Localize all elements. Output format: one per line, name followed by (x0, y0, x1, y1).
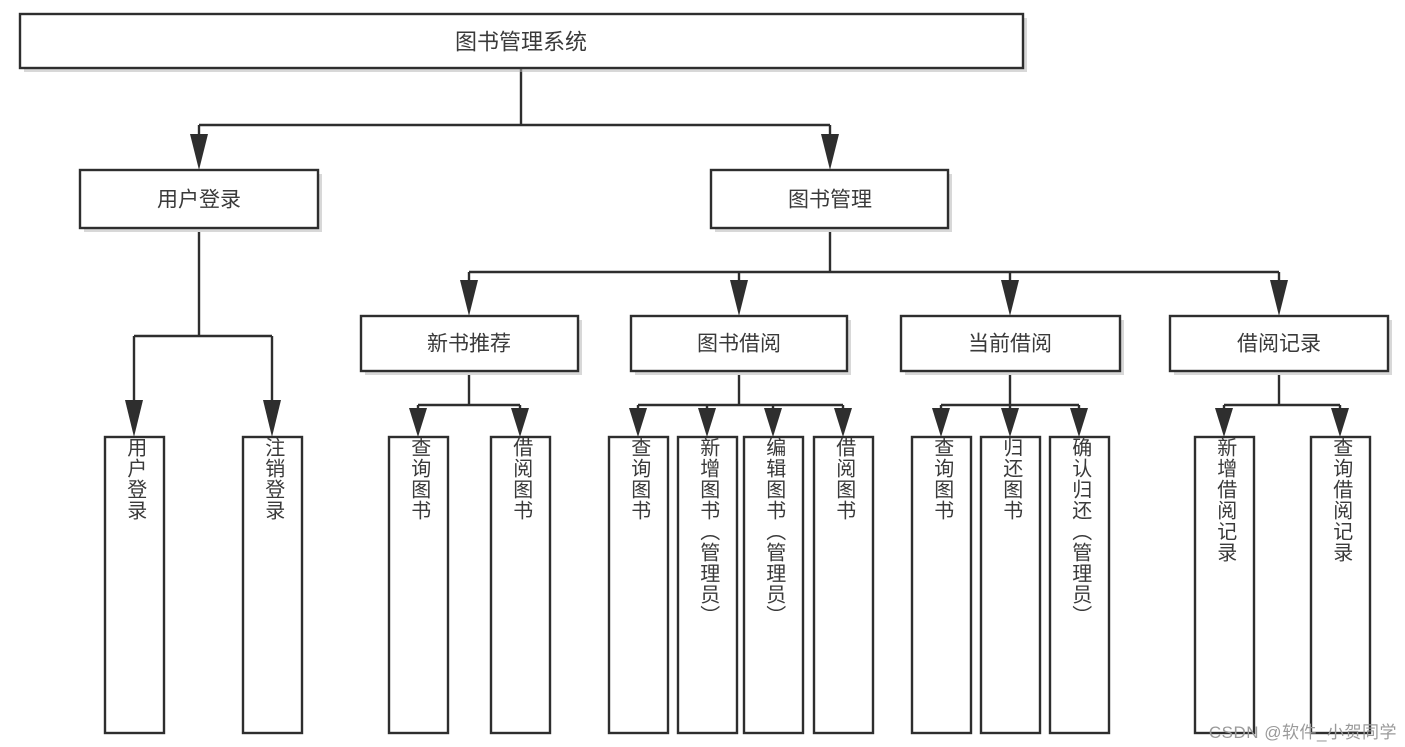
leaf-group-borrow-record (1193, 435, 1372, 735)
node-root-box[interactable] (18, 12, 1025, 70)
leaf-box-return-book[interactable] (979, 435, 1042, 735)
arrow-to-book-borrow (730, 280, 748, 316)
arrow-to-leaf-add-book (698, 408, 716, 437)
leaf-group-new-book-recommend (387, 435, 552, 735)
leaf-box-edit-book[interactable] (742, 435, 805, 735)
leaf-box-add-record[interactable] (1193, 435, 1256, 735)
arrow-to-current-borrow (1001, 280, 1019, 316)
arrow-to-user-login (190, 134, 208, 170)
connector-group-borrow-record (1215, 375, 1349, 437)
node-current-borrow[interactable]: 当前借阅 (899, 314, 1124, 375)
node-user-login-box[interactable] (78, 168, 320, 230)
node-borrow-record-box[interactable] (1168, 314, 1390, 373)
node-user-login[interactable]: 用户登录 (78, 168, 322, 232)
arrow-to-borrow-record (1270, 280, 1288, 316)
arrow-to-leaf-confirm-return (1070, 408, 1088, 437)
arrow-to-book-manage (821, 134, 839, 170)
arrow-to-leaf-borrow-book-1 (511, 408, 529, 437)
node-user-login-label: 用户登录 (157, 189, 241, 212)
connector-group-book-borrow (629, 375, 852, 437)
node-current-borrow-label: 当前借阅 (968, 333, 1052, 356)
leaf-box-query-book-1[interactable] (387, 435, 450, 735)
connector-group-root (190, 68, 839, 170)
leaf-group-user-login (103, 435, 304, 735)
node-new-book-recommend[interactable]: 新书推荐 (359, 314, 582, 375)
connector-group-user-login (125, 232, 281, 437)
leaf-box-user-login[interactable] (103, 435, 166, 735)
connector-group-current-borrow (932, 375, 1088, 437)
arrow-to-new-book-recommend (460, 280, 478, 316)
node-book-borrow-label: 图书借阅 (697, 333, 781, 356)
node-borrow-record-label: 借阅记录 (1237, 333, 1321, 356)
arrow-to-leaf-query-book-2 (629, 408, 647, 437)
arrow-to-leaf-return-book (1001, 408, 1019, 437)
node-book-borrow-box[interactable] (629, 314, 849, 373)
leaf-box-query-book-2[interactable] (607, 435, 670, 735)
leaf-box-borrow-book-1[interactable] (489, 435, 552, 735)
leaf-box-logout[interactable] (241, 435, 304, 735)
arrow-to-leaf-query-book-3 (932, 408, 950, 437)
node-current-borrow-box[interactable] (899, 314, 1122, 373)
leaf-group-current-borrow (910, 435, 1111, 735)
node-new-book-recommend-label: 新书推荐 (427, 333, 511, 356)
arrow-to-leaf-query-book-1 (409, 408, 427, 437)
node-new-book-recommend-box[interactable] (359, 314, 580, 373)
arrow-to-leaf-add-record (1215, 408, 1233, 437)
node-book-borrow[interactable]: 图书借阅 (629, 314, 851, 375)
arrow-to-leaf-borrow-book-2 (834, 408, 852, 437)
node-root-label: 图书管理系统 (455, 30, 587, 55)
arrow-to-leaf-query-record (1331, 408, 1349, 437)
leaf-box-add-book[interactable] (676, 435, 739, 735)
node-borrow-record[interactable]: 借阅记录 (1168, 314, 1392, 375)
node-root[interactable]: 图书管理系统 (18, 12, 1027, 72)
arrow-to-leaf-logout (263, 400, 281, 437)
leaf-box-confirm-return[interactable] (1048, 435, 1111, 735)
watermark-text: CSDN @软件_小贺同学 (1208, 723, 1397, 742)
node-book-manage-label: 图书管理 (788, 189, 872, 212)
leaf-box-query-book-3[interactable] (910, 435, 973, 735)
leaf-group-book-borrow (607, 435, 875, 735)
connector-group-new-book-recommend (409, 375, 529, 437)
arrow-to-leaf-user-login (125, 400, 143, 437)
leaf-box-borrow-book-2[interactable] (812, 435, 875, 735)
node-book-manage-box[interactable] (709, 168, 950, 230)
connector-group-book-manage (460, 232, 1288, 316)
leaf-box-query-record[interactable] (1309, 435, 1372, 735)
node-book-manage[interactable]: 图书管理 (709, 168, 952, 232)
arrow-to-leaf-edit-book (764, 408, 782, 437)
